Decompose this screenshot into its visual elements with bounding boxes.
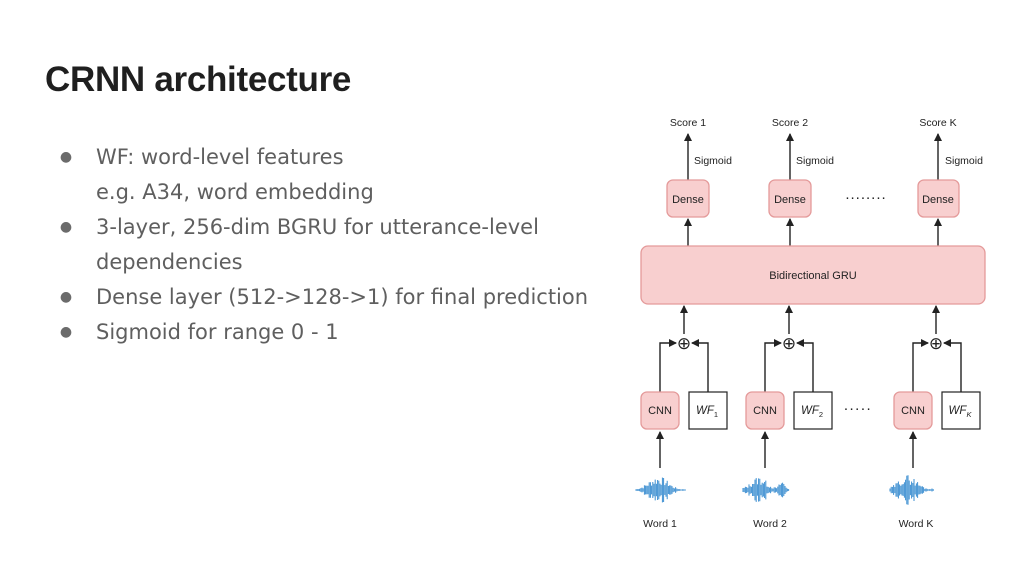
dense-box [768, 179, 812, 218]
bullet-item: ● Dense layer (512->128->1) for final pre… [56, 280, 616, 315]
wf-label: WF2 [801, 405, 823, 419]
bgru-box [640, 245, 986, 305]
input-ellipsis: ..... [844, 397, 872, 414]
cnn-box [893, 391, 933, 430]
cnn-label: CNN [753, 405, 777, 417]
bullet-text: Sigmoid for range 0 - 1 [96, 320, 339, 344]
score-label: Score K [919, 117, 956, 129]
diagram-column-k: Score K Sigmoid Dense ⊕ CNN WFK Word K [893, 117, 983, 530]
score-label: Score 2 [772, 117, 808, 129]
arrow [912, 339, 929, 392]
wf-label: WFK [949, 405, 973, 419]
wf-box [941, 391, 981, 430]
activation-label: Sigmoid [796, 155, 834, 167]
bullet-item: ● 3-layer, 256-dim BGRU for utterance-lev… [56, 210, 616, 280]
cnn-box [640, 391, 680, 430]
arrow [764, 339, 782, 392]
dense-ellipsis: ........ [845, 186, 886, 203]
arrow [796, 339, 814, 392]
cnn-label: CNN [901, 405, 925, 417]
bullet-dot-icon: ● [59, 219, 73, 235]
bullet-item: ● Sigmoid for range 0 - 1 [56, 315, 616, 350]
sum-icon: ⊕ [929, 334, 943, 353]
bullet-text: e.g. A34, word embedding [96, 180, 374, 204]
waveform-word-2 [742, 478, 790, 502]
bullet-item: ● WF: word-level features e.g. A34, word e… [56, 140, 616, 210]
wf-box [793, 391, 833, 430]
diagram-column-2: Score 2 Sigmoid Dense ⊕ CNN WF2 Word 2 [745, 117, 834, 530]
cnn-label: CNN [648, 405, 672, 417]
diagram-column-1: Score 1 Sigmoid Dense ⊕ CNN WF1 Word 1 [640, 117, 732, 530]
activation-label: Sigmoid [945, 155, 983, 167]
bullet-text: Dense layer (512->128->1) for final pred… [96, 285, 589, 309]
dense-label: Dense [672, 194, 704, 206]
dense-box [666, 179, 710, 218]
wf-label: WF1 [696, 405, 718, 419]
bullet-list: ● WF: word-level features e.g. A34, word e… [56, 140, 616, 350]
waveform-word-1 [635, 477, 686, 503]
cnn-box [745, 391, 785, 430]
dense-box [917, 179, 960, 218]
bullet-text: WF: word-level features [96, 145, 344, 169]
bullet-text: dependencies [96, 250, 243, 274]
activation-label: Sigmoid [694, 155, 732, 167]
bullet-dot-icon: ● [59, 324, 73, 340]
word-label: Word 2 [753, 518, 787, 530]
score-label: Score 1 [670, 117, 706, 129]
sum-icon: ⊕ [677, 334, 691, 353]
bullet-text: 3-layer, 256-dim BGRU for utterance-leve… [96, 215, 539, 239]
word-label: Word 1 [643, 518, 677, 530]
dense-label: Dense [922, 194, 954, 206]
dense-label: Dense [774, 194, 806, 206]
bullet-dot-icon: ● [59, 289, 73, 305]
arrow [691, 339, 709, 392]
wf-box [688, 391, 728, 430]
arrow [659, 339, 677, 392]
bullet-dot-icon: ● [59, 149, 73, 165]
bgru-label: Bidirectional GRU [769, 270, 856, 282]
waveform-word-k [889, 475, 934, 505]
arrow [943, 339, 962, 392]
slide-title: CRNN architecture [45, 60, 352, 99]
word-label: Word K [899, 518, 934, 530]
sum-icon: ⊕ [782, 334, 796, 353]
